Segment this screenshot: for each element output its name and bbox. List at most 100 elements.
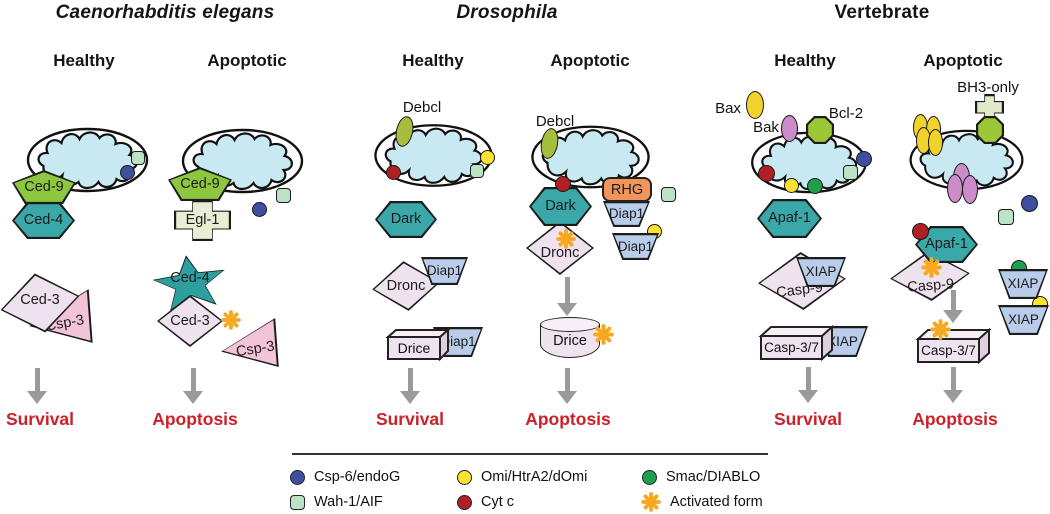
bax-ellipse [928, 129, 943, 156]
rhg-box: RHG [602, 177, 652, 202]
bh3only-cross [975, 94, 1004, 121]
legend-label: Omi/HtrA2/dOmi [481, 469, 588, 485]
drice-box: Drice [384, 327, 452, 366]
legend-item: Cyt c [457, 494, 514, 510]
ced3-label: Ced-3 [20, 291, 60, 308]
xiap-trapezoid: XIAP [796, 257, 846, 287]
egl1-cross: Egl-1 [174, 200, 231, 241]
wah1-aif-icon [276, 188, 291, 203]
diap1-trapezoid: Diap1 [421, 257, 468, 285]
mitochondrion-illustration [531, 125, 650, 189]
activated-form-icon [921, 257, 942, 278]
legend-label: Smac/DIABLO [666, 469, 761, 485]
omi-icon [457, 469, 472, 485]
diap1-label: Diap1 [617, 238, 654, 254]
csp6-endog-icon [290, 469, 305, 485]
arrow-down-icon [557, 368, 577, 404]
casp37-label: Casp-3/7 [921, 343, 976, 358]
legend-item: Activated form [641, 492, 763, 512]
activated-form-icon [641, 492, 661, 512]
legend-label: Activated form [670, 494, 763, 510]
xiap-label: XIAP [827, 333, 858, 349]
drice-cylinder: Drice [540, 317, 600, 358]
cytc-icon [555, 176, 571, 192]
legend-label: Wah-1/AIF [314, 494, 383, 510]
arrow-down-icon [400, 368, 420, 404]
drice-label: Drice [553, 332, 587, 349]
apaf1-label: Apaf-1 [768, 210, 811, 227]
bcl2-octagon [806, 116, 834, 144]
state-label-apoptotic: Apoptotic [550, 51, 630, 70]
panel-title-drosophila: Drosophila [456, 2, 558, 23]
casp37-label: Casp-3/7 [764, 340, 819, 355]
mitochondrion-illustration [374, 124, 493, 187]
xiap-trapezoid: XIAP [998, 305, 1049, 335]
outcome-apoptosis: Apoptosis [912, 409, 998, 429]
egl1-label: Egl-1 [185, 212, 220, 229]
state-label-healthy: Healthy [53, 51, 115, 70]
ced3-label: Ced-3 [170, 312, 210, 329]
rhg-label: RHG [610, 181, 644, 198]
activated-form-icon [221, 310, 241, 330]
smac-icon [642, 469, 657, 485]
cytc-icon [386, 165, 401, 180]
wah1-aif-icon [131, 151, 145, 165]
omi-icon [784, 178, 799, 193]
dronc-diamond: Dronc [526, 221, 594, 275]
cytc-icon [758, 165, 775, 182]
casp37-box: Casp-3/7 [756, 324, 838, 366]
dark-hexagon: Dark [529, 187, 592, 226]
csp6-endog-icon [252, 202, 267, 217]
diap1-label: Diap1 [440, 334, 476, 350]
bh3only-label: BH3-only [957, 79, 1019, 96]
state-label-apoptotic: Apoptotic [923, 51, 1003, 70]
outcome-survival: Survival [375, 409, 445, 429]
wah1-aif-icon [290, 494, 305, 510]
bcl2-label: Bcl-2 [828, 105, 864, 122]
activated-form-icon [930, 319, 951, 340]
apaf1-label: Apaf-1 [925, 236, 968, 253]
legend-item: Wah-1/AIF [290, 494, 383, 510]
ced9-pentagon: Ced-9 [168, 167, 232, 201]
bcl2-octagon [976, 116, 1004, 144]
arrow-down-icon [943, 290, 963, 323]
arrow-down-icon [943, 367, 963, 403]
dark-hexagon: Dark [375, 201, 437, 238]
casp37-box: Casp-3/7 [913, 327, 995, 369]
bax-ellipse [746, 91, 764, 119]
bak-ellipse [947, 174, 963, 203]
panel-title-celegans: Caenorhabditis elegans [55, 2, 275, 23]
cytc-icon [912, 223, 929, 240]
outcome-survival: Survival [773, 409, 843, 429]
cytc-icon [457, 494, 472, 510]
xiap-label: XIAP [1008, 312, 1039, 328]
ced4-hexagon: Ced-4 [12, 202, 75, 239]
activated-form-icon [556, 229, 576, 249]
panel-title-vertebrate: Vertebrate [834, 2, 930, 23]
csp6-endog-icon [1021, 195, 1038, 212]
state-label-healthy: Healthy [774, 51, 836, 70]
omi-icon [480, 150, 495, 165]
diap1-trapezoid: Diap1 [603, 201, 650, 227]
ced3-diamond: Ced-3 [157, 295, 223, 347]
bak-ellipse [962, 175, 978, 204]
mitochondrion-illustration [751, 131, 867, 194]
outcome-apoptosis: Apoptosis [152, 409, 238, 429]
outcome-apoptosis: Apoptosis [525, 409, 611, 429]
legend-label: Csp-6/endoG [314, 469, 401, 485]
wah1-aif-icon [661, 187, 676, 202]
ced9-pentagon: Ced-9 [12, 170, 76, 204]
arrow-down-icon [183, 368, 203, 404]
wah1-aif-icon [998, 209, 1014, 225]
wah1-aif-icon [470, 164, 484, 178]
ced3-diamond: Ced-3 [0, 267, 85, 340]
ced9-label: Ced-9 [180, 175, 220, 192]
bak-label: Bak [753, 119, 779, 136]
xiap-label: XIAP [805, 264, 837, 280]
xiap-label: XIAP [1007, 276, 1039, 292]
state-label-healthy: Healthy [402, 51, 464, 70]
apaf1-hexagon: Apaf-1 [757, 199, 822, 238]
drice-label: Drice [397, 340, 431, 356]
ced9-label: Ced-9 [24, 178, 64, 195]
